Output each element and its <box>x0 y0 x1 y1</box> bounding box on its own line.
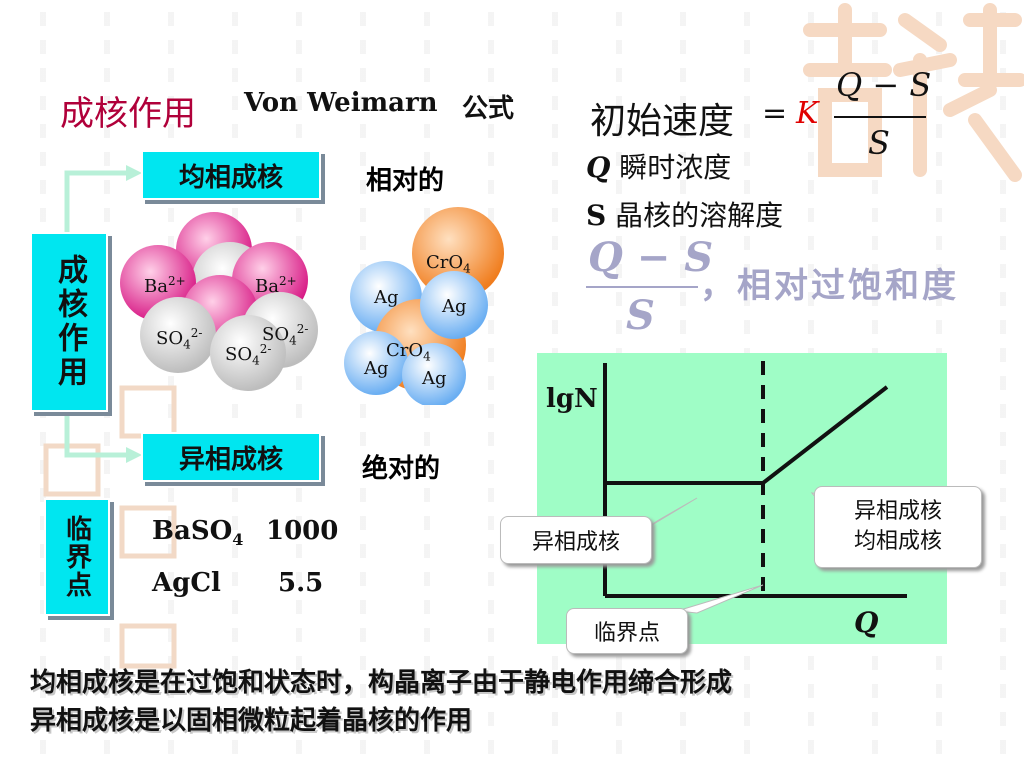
relative-label: 相对的 <box>366 166 445 196</box>
rate-label: 初始速度 <box>590 101 735 142</box>
connector-arrows <box>64 165 142 463</box>
critical-compound-agcl: AgCl <box>152 568 221 598</box>
ion-so4-label-3: SO42- <box>262 322 309 348</box>
small-logo <box>43 443 101 497</box>
ion-ag-label-2: Ag <box>442 296 467 317</box>
small-logo <box>119 623 177 669</box>
relative-fraction-bar <box>586 286 698 288</box>
constant-k: K <box>796 96 819 131</box>
footer-line-2: 异相成核是以固相微粒起着晶核的作用 <box>30 706 473 736</box>
callout-both-line1: 异相成核 <box>853 499 942 524</box>
fraction-denominator: S <box>868 124 890 162</box>
definition-q: Q 瞬时浓度 <box>586 151 732 184</box>
ion-so4-label-1: SO42- <box>156 326 203 352</box>
title-formula-word: 公式 <box>462 94 515 124</box>
relative-numerator: Q − S <box>588 234 714 281</box>
heterogeneous-box: 异相成核 <box>141 432 321 482</box>
definition-s: S 晶核的溶解度 <box>586 199 784 232</box>
graph-y-label: lgN <box>546 384 598 414</box>
relative-supersaturation-label: ，相对过饱和度 <box>700 266 959 306</box>
nucleation-box: 成核作用 <box>30 232 108 412</box>
graph-x-label: Q <box>854 606 879 639</box>
fraction-numerator: Q − S <box>836 66 932 104</box>
callout-critical-point: 临界点 <box>566 608 688 654</box>
ion-ag-label-4: Ag <box>422 368 447 389</box>
relative-denominator: S <box>626 292 655 339</box>
ag2cro4-cluster <box>344 207 504 405</box>
ion-ba-label-2: Ba2+ <box>255 274 297 297</box>
baso4-cluster <box>120 212 318 391</box>
absolute-label: 绝对的 <box>362 454 441 484</box>
callout-both-line2: 均相成核 <box>853 529 942 554</box>
equals-sign: = <box>762 96 788 131</box>
ion-ag-label-1: Ag <box>374 287 399 308</box>
ion-cro4-label-2: CrO4 <box>386 340 431 364</box>
critical-compound-baso4: BaSO4 <box>152 516 244 550</box>
callout-heterogeneous: 异相成核 <box>500 516 652 564</box>
ion-ag-label-3: Ag <box>364 358 389 379</box>
ion-so4-label-2: SO42- <box>225 342 272 368</box>
critical-value-agcl: 5.5 <box>278 568 324 598</box>
critical-point-box: 临界点 <box>44 498 110 616</box>
callout-both-nucleation: 异相成核 均相成核 <box>814 486 982 568</box>
page-title: 成核作用 <box>60 94 196 134</box>
footer-line-1: 均相成核是在过饱和状态时，构晶离子由于静电作用缔合形成 <box>30 668 733 698</box>
fraction-bar <box>834 116 926 118</box>
ion-cro4-label-1: CrO4 <box>426 252 471 276</box>
watermark-logo <box>803 3 1024 182</box>
critical-value-baso4: 1000 <box>266 516 339 546</box>
ion-ba-label-1: Ba2+ <box>144 274 186 297</box>
homogeneous-box: 均相成核 <box>141 150 321 200</box>
small-logo <box>119 505 177 559</box>
title-author: Von Weimarn <box>244 88 438 118</box>
